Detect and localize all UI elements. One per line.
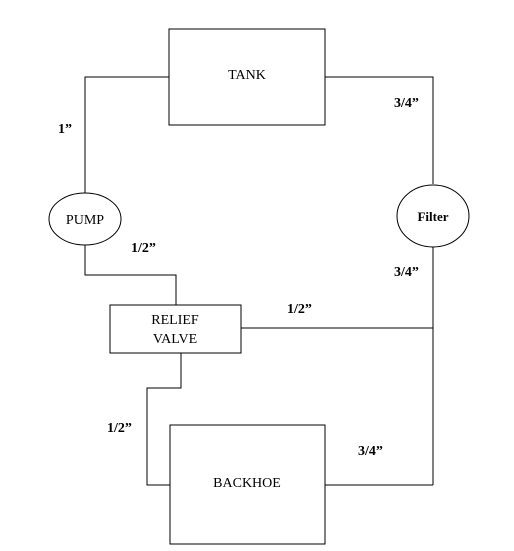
pipe-size-relief-valve-to-junction: 1/2” (287, 302, 312, 317)
backhoe-box (169, 424, 326, 545)
pipe-pump-to-relief-valve (84, 245, 177, 305)
tank-box (168, 28, 326, 126)
relief-valve-label-line1: RELIEF (151, 313, 199, 328)
filter-label: Filter (417, 209, 448, 224)
pipe-size-tank-to-pump: 1” (58, 122, 72, 137)
relief-valve-box (109, 304, 242, 354)
pipe-size-pump-to-relief-valve: 1/2” (131, 241, 156, 256)
pipe-size-filter-to-junction: 3/4” (394, 265, 419, 280)
relief-valve-label-line2: VALVE (153, 332, 197, 347)
pump-circle (48, 192, 122, 246)
backhoe-label: BACKHOE (213, 476, 281, 491)
pipe-size-tank-to-filter: 3/4” (394, 96, 419, 111)
pipe-tank-to-pump (84, 76, 169, 193)
tank-label: TANK (228, 68, 266, 83)
pump-label: PUMP (66, 213, 104, 228)
pipe-size-backhoe-to-junction: 3/4” (358, 444, 383, 459)
pipe-tank-to-filter (325, 76, 434, 184)
pipe-size-relief-valve-to-backhoe: 1/2” (107, 421, 132, 436)
filter-circle (396, 184, 470, 248)
pipe-relief-valve-to-backhoe (146, 353, 182, 486)
